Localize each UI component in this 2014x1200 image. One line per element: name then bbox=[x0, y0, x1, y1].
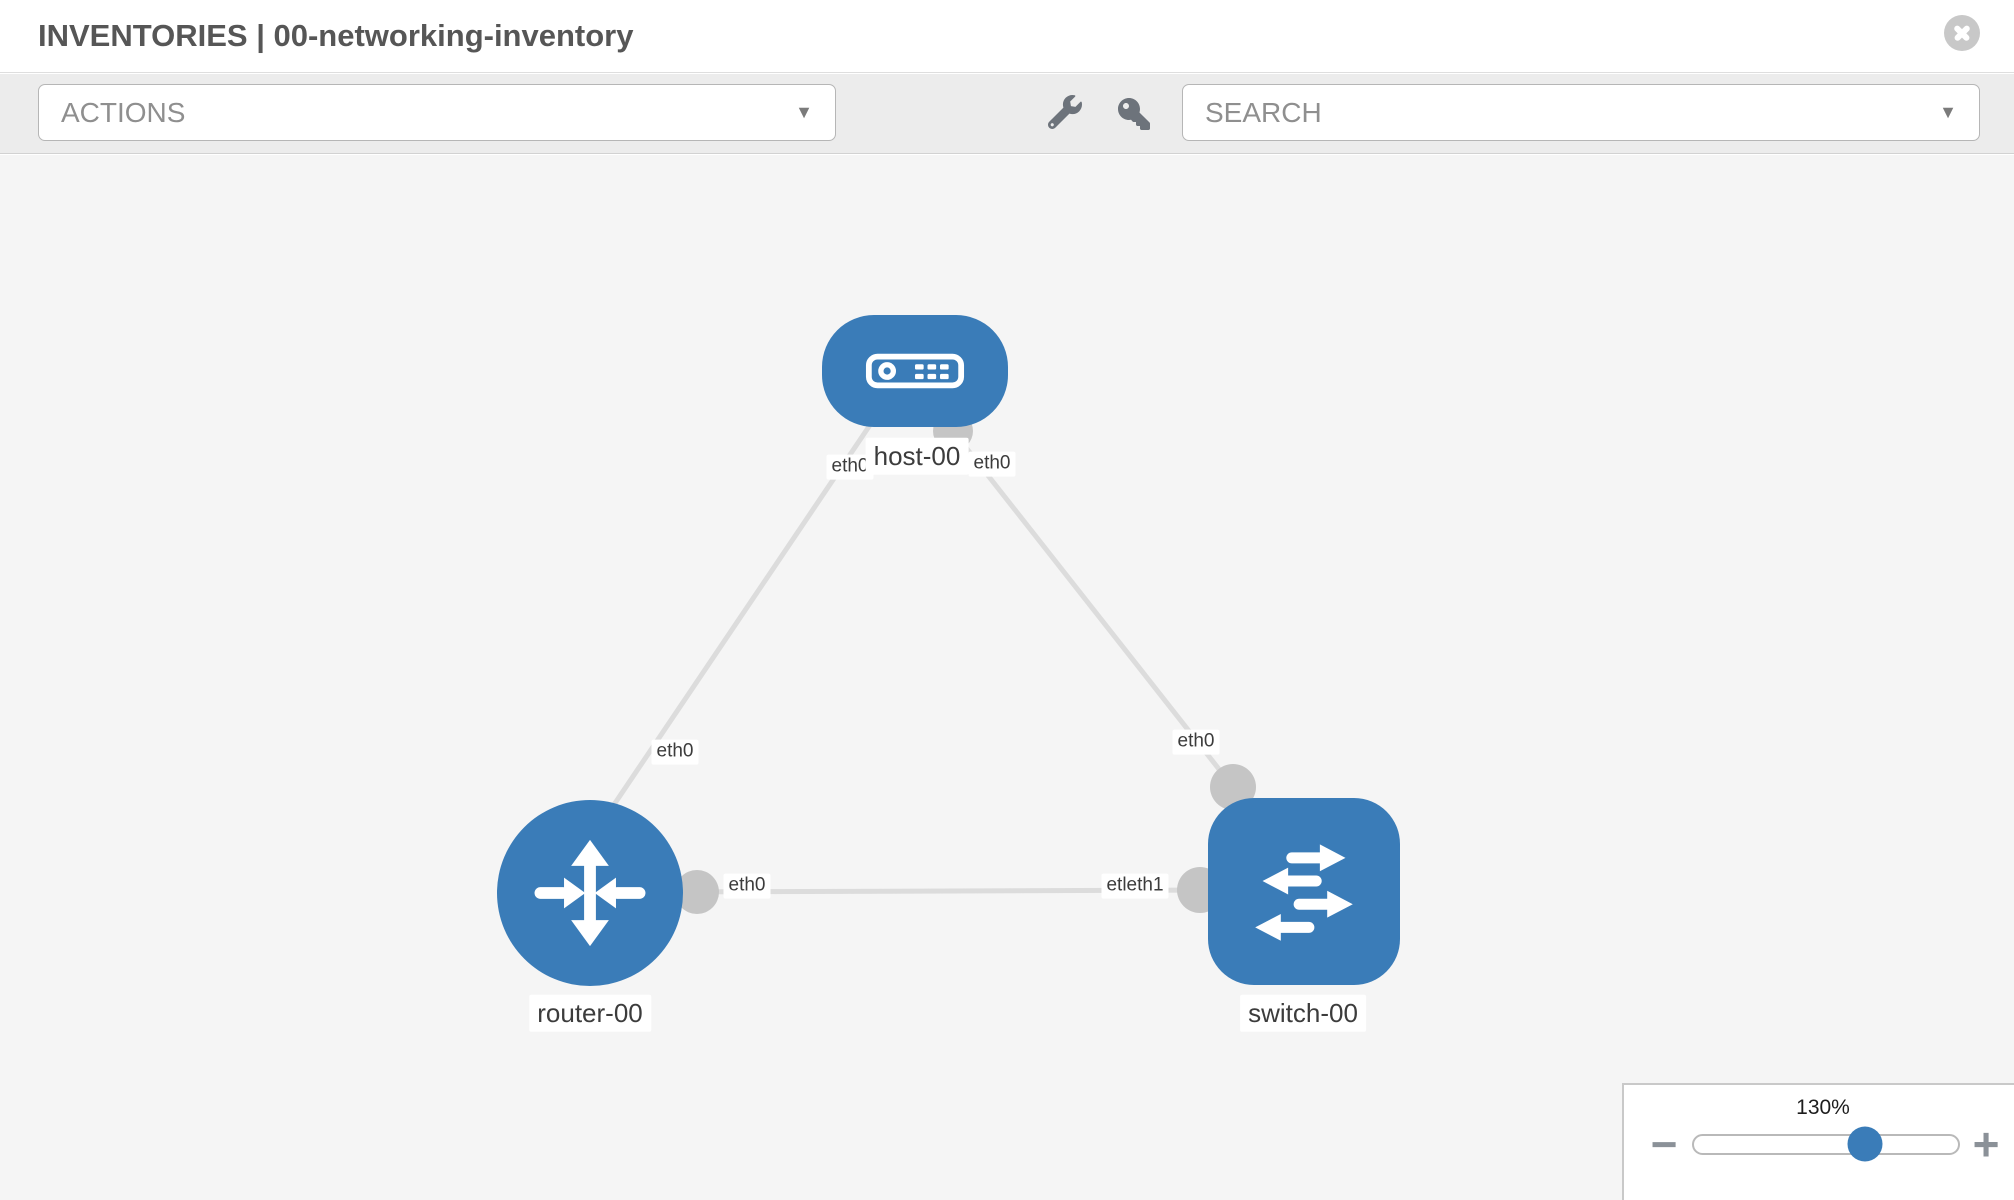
links-layer bbox=[602, 411, 1256, 914]
key-icon[interactable] bbox=[1118, 98, 1150, 130]
link-host-router bbox=[602, 423, 873, 820]
node-label-host-00: host-00 bbox=[865, 437, 969, 475]
zoom-slider-track[interactable] bbox=[1692, 1134, 1960, 1155]
header: INVENTORIES | 00-networking-inventory bbox=[0, 0, 2014, 73]
port-circle-router bbox=[675, 870, 719, 914]
zoom-slider-handle[interactable] bbox=[1847, 1126, 1883, 1162]
node-router-00[interactable] bbox=[497, 800, 683, 986]
toolbar: ACTIONS ▼ SEARCH ▼ bbox=[0, 74, 2014, 154]
chevron-down-icon: ▼ bbox=[1939, 102, 1957, 122]
chevron-down-icon: ▼ bbox=[795, 102, 813, 122]
host-device-icon bbox=[865, 353, 965, 389]
search-dropdown-label: SEARCH bbox=[1205, 96, 1322, 128]
port-label-router-upper: eth0 bbox=[651, 739, 699, 765]
search-dropdown[interactable]: SEARCH ▼ bbox=[1182, 84, 1980, 141]
actions-dropdown[interactable]: ACTIONS ▼ bbox=[38, 84, 836, 141]
topology-canvas[interactable]: host-00 router-00 switch-00 eth0 eth0 et… bbox=[0, 155, 2014, 1200]
actions-dropdown-label: ACTIONS bbox=[61, 96, 186, 128]
port-label-host-right: eth0 bbox=[968, 451, 1016, 477]
node-label-switch-00: switch-00 bbox=[1240, 994, 1366, 1032]
switch-arrows-icon bbox=[1255, 843, 1353, 941]
link-lines bbox=[602, 423, 1235, 895]
zoom-value: 130% bbox=[1796, 1096, 1850, 1119]
port-circles bbox=[675, 411, 1256, 914]
page-title: INVENTORIES | 00-networking-inventory bbox=[38, 18, 634, 53]
node-host-00[interactable] bbox=[822, 315, 1008, 427]
node-switch-00[interactable] bbox=[1208, 798, 1400, 985]
port-label-switch-left: etleth1 bbox=[1101, 873, 1169, 899]
port-label-router-right: eth0 bbox=[723, 873, 771, 899]
wrench-icon[interactable] bbox=[1048, 95, 1082, 129]
router-arrows-icon bbox=[534, 839, 646, 947]
link-host-switch bbox=[951, 429, 1235, 789]
zoom-control-panel: 130% − + bbox=[1622, 1083, 2014, 1200]
node-label-router-00: router-00 bbox=[529, 994, 651, 1032]
close-button[interactable] bbox=[1944, 15, 1980, 51]
port-label-switch-upper: eth0 bbox=[1172, 729, 1220, 755]
